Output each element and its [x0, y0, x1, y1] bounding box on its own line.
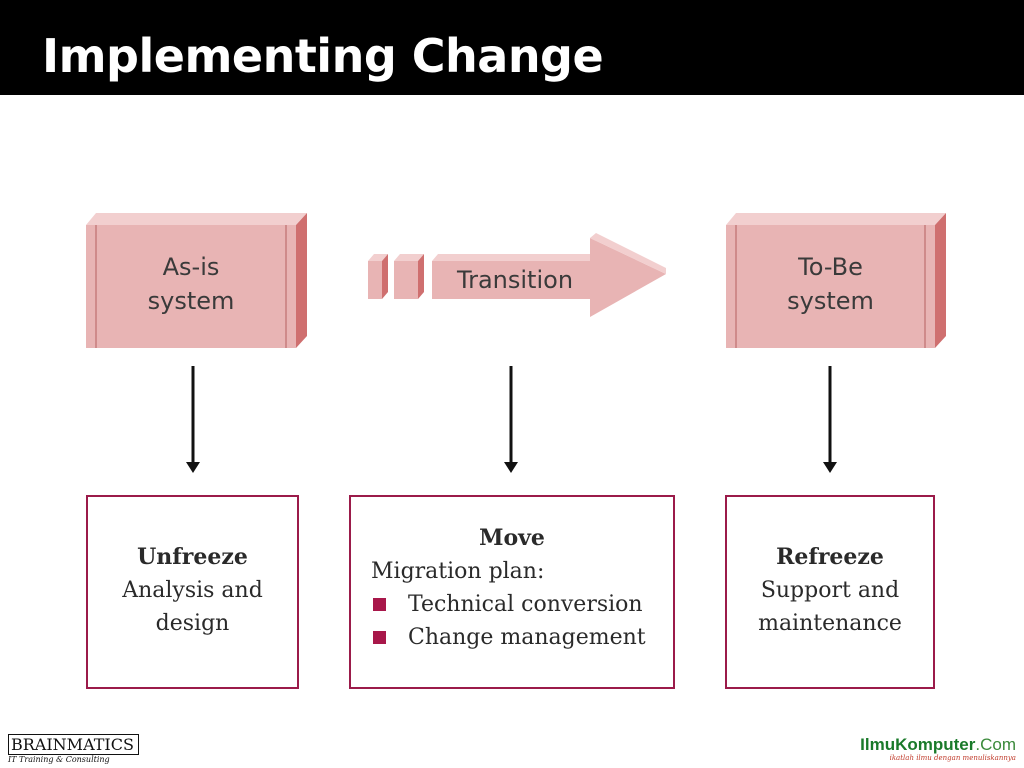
to-be-line1: To-Be: [798, 253, 863, 281]
move-title: Move: [479, 525, 545, 551]
down-arrow-right: [823, 366, 837, 473]
refreeze-title: Refreeze: [776, 544, 884, 570]
move-bullet-1-text: Technical conversion: [408, 592, 643, 617]
refreeze-line2: maintenance: [758, 611, 902, 636]
brainmatics-logo: BRAINMATICS IT Training & Consulting: [8, 734, 139, 765]
as-is-line2: system: [147, 287, 235, 315]
refreeze-line1: Support and: [760, 578, 900, 603]
ilmukomputer-logo: IlmuKomputer.Com ikatlah ilmu dengan men…: [860, 736, 1016, 763]
page-title: Implementing Change: [42, 29, 604, 83]
down-arrow-left: [186, 366, 200, 473]
move-bullet-2-text: Change management: [408, 625, 646, 650]
to-be-line2: system: [787, 287, 874, 315]
move-bullet-2: Change management: [351, 621, 673, 654]
ilmukomputer-tagline: ikatlah ilmu dengan menuliskannya: [889, 754, 1016, 762]
square-bullet-icon: [373, 598, 386, 611]
title-bar: [0, 0, 1024, 95]
brainmatics-tagline: IT Training & Consulting: [8, 755, 110, 764]
down-arrow-middle: [504, 366, 518, 473]
refreeze-box: Refreeze Support and maintenance: [725, 495, 935, 689]
unfreeze-line2: design: [155, 611, 230, 636]
unfreeze-title: Unfreeze: [137, 544, 248, 570]
ilmukomputer-wordmark: IlmuKomputer: [860, 735, 976, 754]
as-is-label: As-is system: [86, 250, 296, 318]
move-box: Move Migration plan: Technical conversio…: [349, 495, 675, 689]
ilmukomputer-suffix: .Com: [975, 735, 1016, 754]
as-is-line1: As-is: [162, 253, 220, 281]
transition-label: Transition: [456, 266, 574, 294]
move-bullet-1: Technical conversion: [351, 588, 673, 621]
square-bullet-icon: [373, 631, 386, 644]
brainmatics-wordmark: BRAINMATICS: [8, 734, 139, 755]
unfreeze-line1: Analysis and: [122, 578, 263, 603]
transition-arrow: [368, 233, 666, 317]
as-is-box: [86, 213, 307, 348]
unfreeze-box: Unfreeze Analysis and design: [86, 495, 299, 689]
to-be-label: To-Be system: [726, 250, 935, 318]
to-be-box: [726, 213, 946, 348]
move-subtitle: Migration plan:: [371, 559, 545, 584]
